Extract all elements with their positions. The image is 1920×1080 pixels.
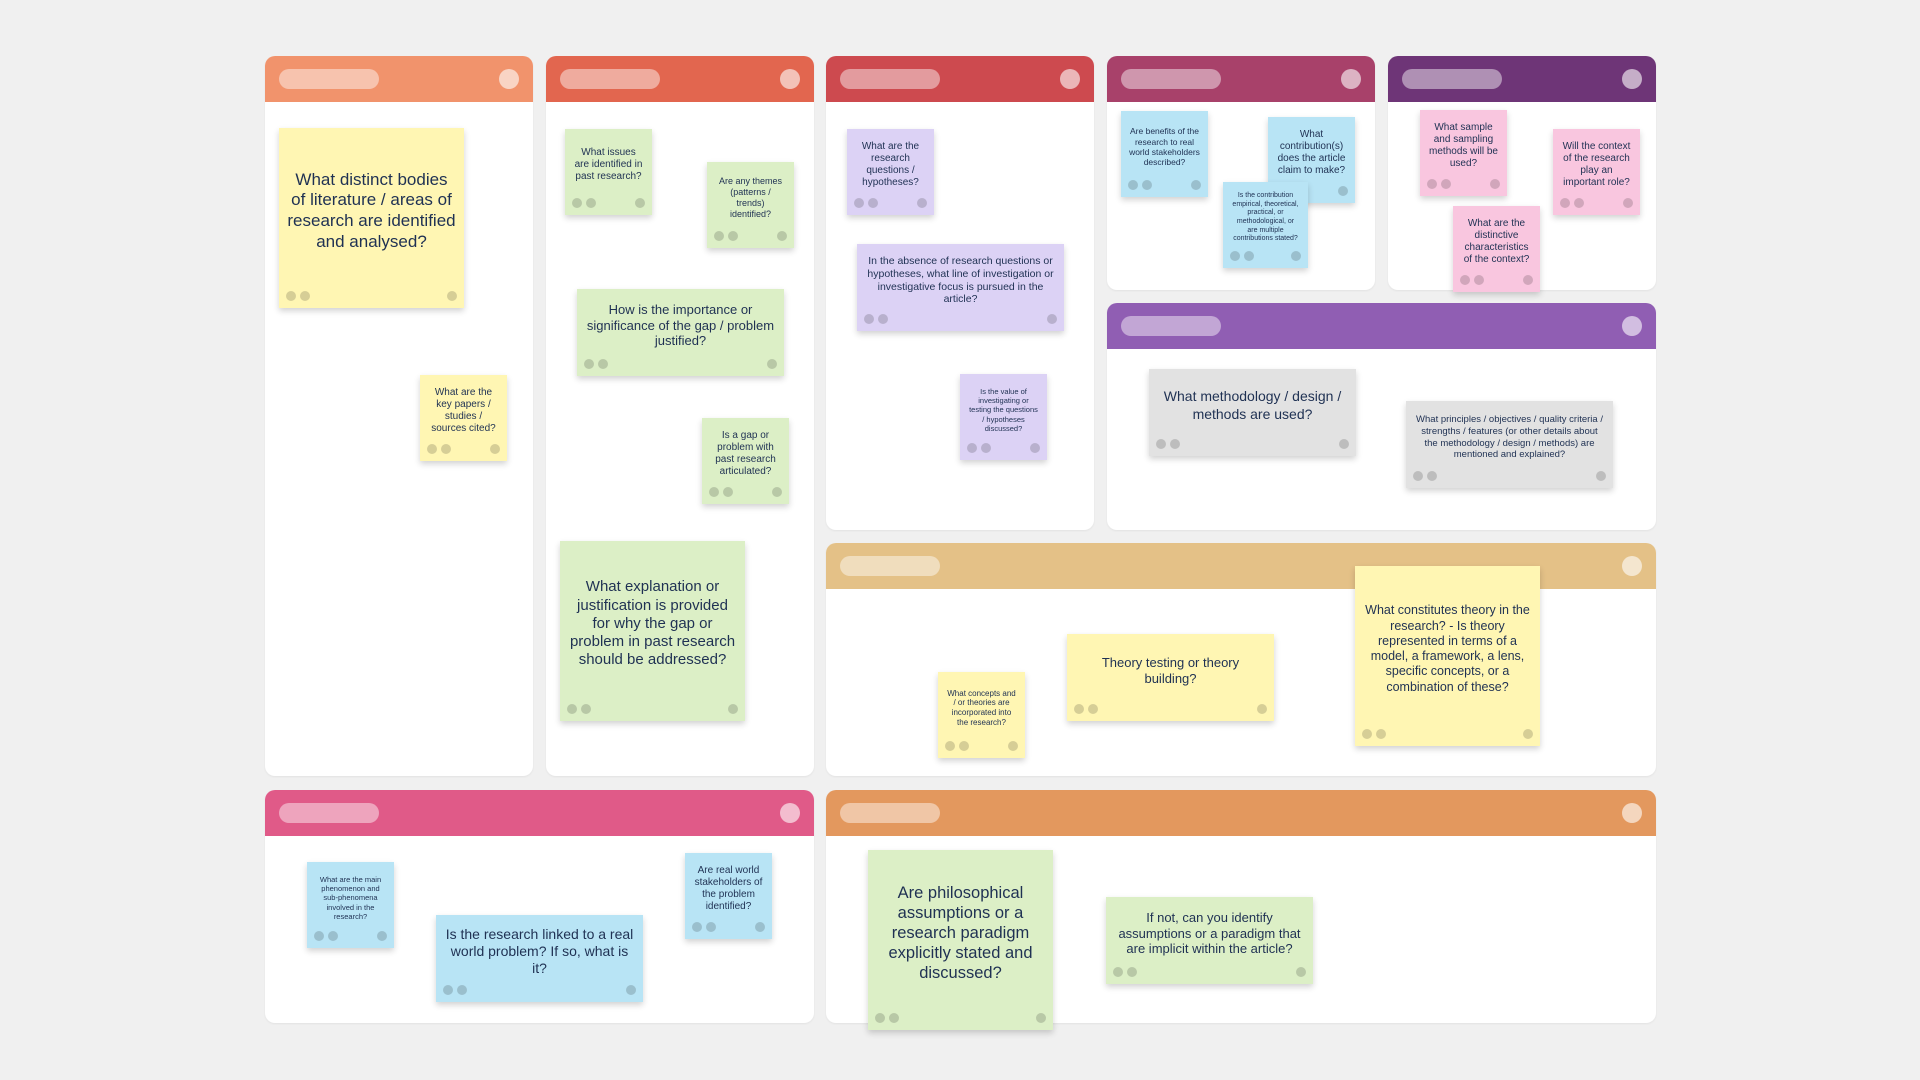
frame-title-placeholder[interactable] [560, 69, 660, 89]
note-text: Are any themes (patterns / trends) ident… [718, 176, 783, 219]
frame-title-placeholder[interactable] [279, 69, 379, 89]
note-text: What sample and sampling methods will be… [1429, 121, 1498, 170]
frame-header [1107, 56, 1375, 102]
sticky-note[interactable]: What are the main phenomenon and sub-phe… [307, 862, 394, 948]
frame-menu-dot[interactable] [1622, 69, 1642, 89]
sticky-note[interactable]: Are any themes (patterns / trends) ident… [707, 162, 794, 248]
note-text: If not, can you identify assumptions or … [1118, 909, 1301, 957]
note-text: How is the importance or significance of… [586, 301, 775, 349]
frame-header [1388, 56, 1656, 102]
sticky-note[interactable]: Is the value of investigating or testing… [960, 374, 1047, 460]
frame-title-placeholder[interactable] [1402, 69, 1502, 89]
note-text: Is the contribution empirical, theoretic… [1232, 192, 1299, 243]
sticky-note[interactable]: What constitutes theory in the research?… [1355, 566, 1540, 746]
note-text: What methodology / design / methods are … [1163, 388, 1342, 422]
frame-menu-dot[interactable] [1622, 556, 1642, 576]
note-text: What principles / objectives / quality c… [1416, 414, 1603, 461]
sticky-note[interactable]: What are the research questions / hypoth… [847, 129, 934, 215]
note-text: Is a gap or problem with past research a… [715, 429, 776, 478]
sticky-note[interactable]: Are benefits of the research to real wor… [1121, 111, 1208, 197]
note-text: What contribution(s) does the article cl… [1277, 128, 1346, 177]
sticky-note[interactable]: What distinct bodies of literature / are… [279, 128, 464, 308]
sticky-note[interactable]: What methodology / design / methods are … [1149, 369, 1356, 456]
frame-title-placeholder[interactable] [1121, 316, 1221, 336]
sticky-note[interactable]: If not, can you identify assumptions or … [1106, 897, 1313, 984]
sticky-note[interactable]: Are real world stakeholders of the probl… [685, 853, 772, 939]
note-text: Are philosophical assumptions or a resea… [888, 883, 1033, 983]
frame-title-placeholder[interactable] [279, 803, 379, 823]
sticky-note[interactable]: Is a gap or problem with past research a… [702, 418, 789, 504]
frame-menu-dot[interactable] [1341, 69, 1361, 89]
note-text: Are benefits of the research to real wor… [1129, 126, 1200, 168]
sticky-note[interactable]: Theory testing or theory building? [1067, 634, 1274, 721]
frame-title-placeholder[interactable] [840, 69, 940, 89]
sticky-note[interactable]: In the absence of research questions or … [857, 244, 1064, 331]
sticky-note[interactable]: What sample and sampling methods will be… [1420, 110, 1507, 196]
note-text: What distinct bodies of literature / are… [287, 169, 456, 251]
frame-header [826, 790, 1656, 836]
note-text: Is the value of investigating or testing… [969, 387, 1038, 433]
frame-menu-dot[interactable] [780, 69, 800, 89]
note-text: What are the key papers / studies / sour… [431, 386, 496, 435]
sticky-note[interactable]: What principles / objectives / quality c… [1406, 401, 1613, 488]
note-text: What explanation or justification is pro… [569, 578, 736, 669]
frame-menu-dot[interactable] [1622, 316, 1642, 336]
sticky-note[interactable]: What explanation or justification is pro… [560, 541, 745, 721]
frame-header [265, 790, 814, 836]
frame-title-placeholder[interactable] [840, 556, 940, 576]
sticky-note[interactable]: How is the importance or significance of… [577, 289, 784, 376]
frame-header [1107, 303, 1656, 349]
note-text: Is the research linked to a real world p… [445, 925, 634, 977]
frame-header [826, 56, 1094, 102]
frame-title-placeholder[interactable] [840, 803, 940, 823]
note-text: Are real world stakeholders of the probl… [694, 864, 763, 913]
sticky-note[interactable]: What are the key papers / studies / sour… [420, 375, 507, 461]
frame-menu-dot[interactable] [780, 803, 800, 823]
sticky-note[interactable]: Are philosophical assumptions or a resea… [868, 850, 1053, 1030]
note-text: Will the context of the research play an… [1562, 140, 1631, 189]
frame-menu-dot[interactable] [499, 69, 519, 89]
note-text: What constitutes theory in the research?… [1365, 603, 1530, 694]
sticky-note[interactable]: Is the research linked to a real world p… [436, 915, 643, 1002]
sticky-note[interactable]: Will the context of the research play an… [1553, 129, 1640, 215]
frame-title-placeholder[interactable] [1121, 69, 1221, 89]
frame-header [546, 56, 814, 102]
note-text: What are the research questions / hypoth… [861, 140, 920, 189]
frame-menu-dot[interactable] [1622, 803, 1642, 823]
note-text: What are the main phenomenon and sub-phe… [319, 875, 382, 921]
sticky-note[interactable]: What issues are identified in past resea… [565, 129, 652, 215]
note-text: What concepts and / or theories are inco… [947, 688, 1016, 727]
note-text: In the absence of research questions or … [867, 254, 1054, 306]
frame-header [265, 56, 533, 102]
sticky-note[interactable]: Is the contribution empirical, theoretic… [1223, 182, 1308, 268]
note-text: Theory testing or theory building? [1101, 654, 1240, 686]
note-text: What issues are identified in past resea… [574, 146, 643, 183]
sticky-note[interactable]: What concepts and / or theories are inco… [938, 672, 1025, 758]
frame-menu-dot[interactable] [1060, 69, 1080, 89]
sticky-note[interactable]: What are the distinctive characteristics… [1453, 206, 1540, 292]
note-text: What are the distinctive characteristics… [1463, 217, 1530, 266]
